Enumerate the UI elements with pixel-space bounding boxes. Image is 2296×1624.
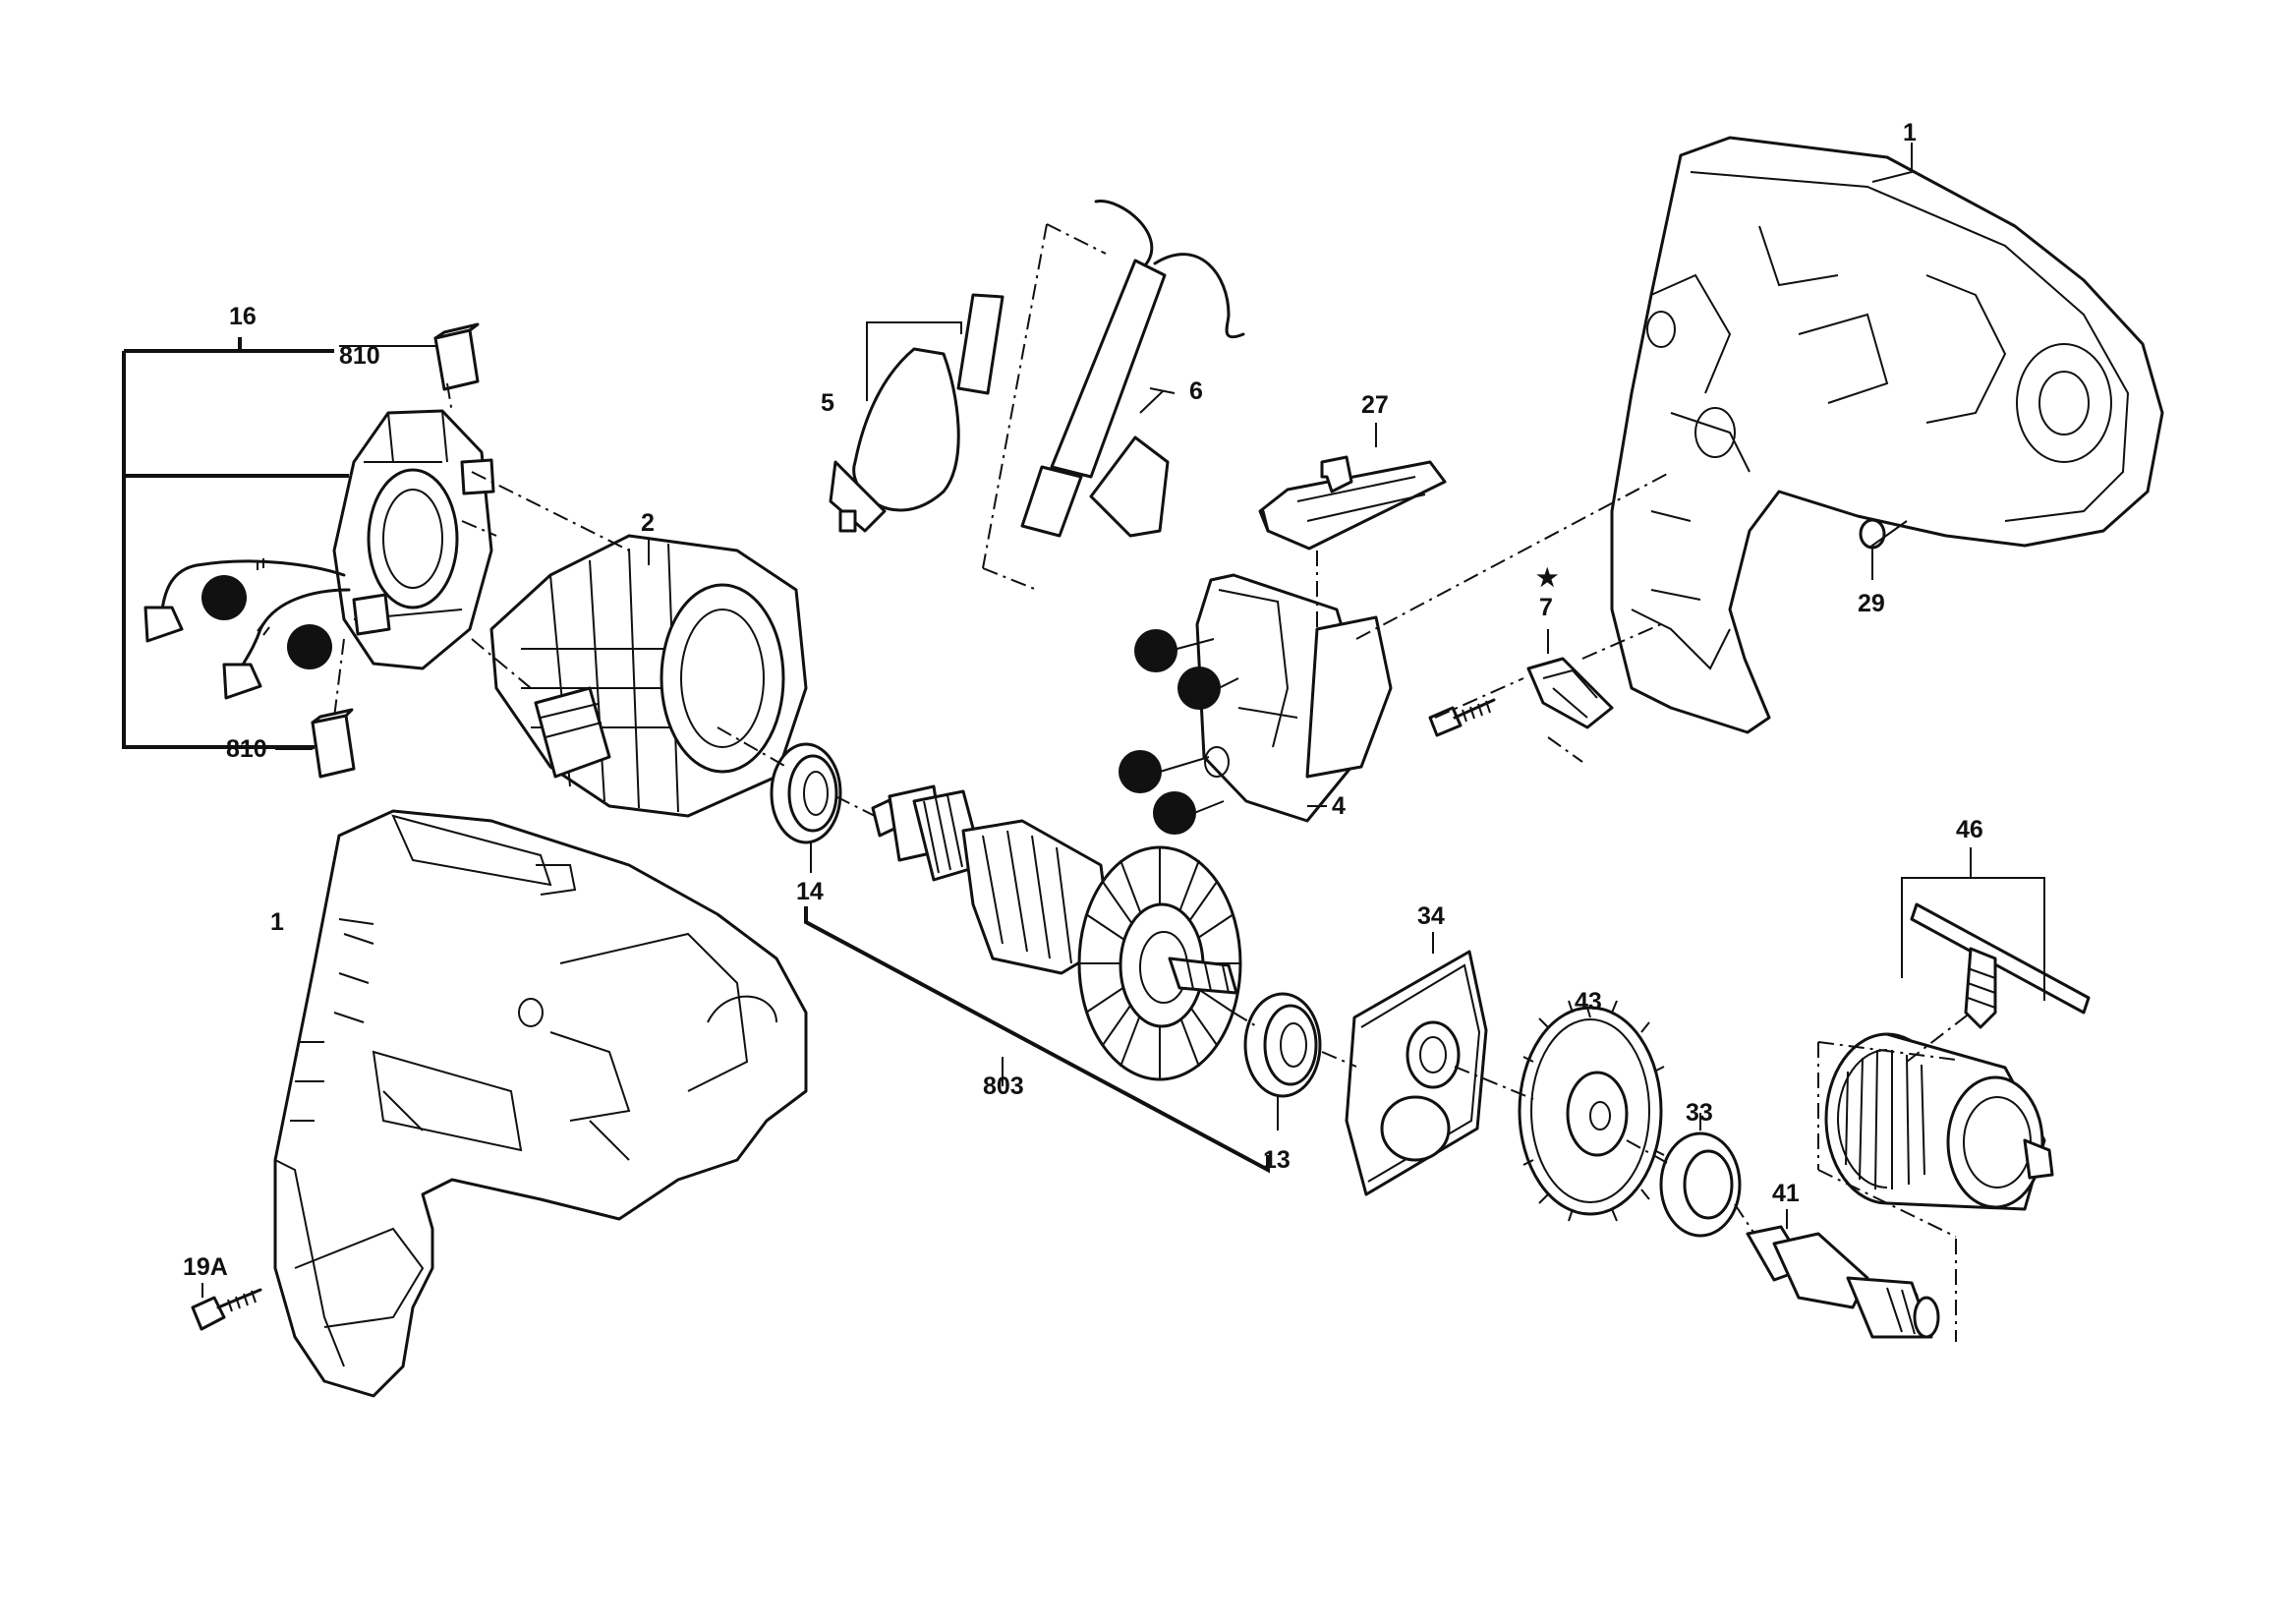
label-1-top: 1 [1903, 119, 1917, 146]
gear-43 [1518, 1000, 1665, 1222]
label-27: 27 [1361, 391, 1389, 419]
carbon-brush-top [433, 322, 480, 391]
assembly-axis-lines [333, 382, 1972, 1235]
brush-holder-plate [332, 409, 495, 670]
spindle-41 [1746, 1225, 1940, 1339]
label-4: 4 [1332, 792, 1346, 820]
bracket-46 [1901, 847, 2045, 1001]
label-41: 41 [1772, 1180, 1800, 1207]
label-810-top: 810 [339, 342, 380, 370]
label-34: 34 [1417, 902, 1445, 930]
label-14: 14 [796, 878, 824, 905]
bracket-803 [804, 906, 1270, 1174]
bearing-33 [1659, 1131, 1742, 1238]
brush-wires [144, 558, 351, 700]
label-46: 46 [1956, 816, 1983, 843]
chuck-dashed-frame [1817, 1041, 1957, 1342]
cord-guard-5 [829, 293, 1004, 533]
label-803: 803 [983, 1073, 1024, 1100]
drill-chuck-46 [1824, 1032, 2054, 1211]
connection-dot [1119, 750, 1162, 793]
screw-near-7 [1428, 698, 1496, 737]
o-ring-29 [1859, 518, 1886, 550]
screw-19a [191, 1288, 262, 1331]
switch-wires [1159, 638, 1239, 814]
callout-labels: 1 2 4 5 6 7 ★ 13 14 16 19A 27 29 33 34 4… [183, 119, 1983, 1281]
bracket-5 [866, 321, 962, 401]
bracket-16 [122, 337, 349, 749]
label-29: 29 [1858, 590, 1885, 617]
chuck-key [1910, 902, 2091, 1029]
switch-slider-27 [1258, 455, 1447, 551]
carbon-brush-bottom [311, 708, 356, 779]
label-7-star: ★ [1536, 564, 1559, 592]
label-43: 43 [1575, 988, 1602, 1015]
ball-bearing-14 [770, 742, 842, 844]
connection-dot [1177, 667, 1221, 710]
label-7: 7 [1539, 594, 1553, 621]
label-810-bottom: 810 [226, 735, 267, 763]
armature-803 [871, 784, 1242, 1081]
label-6: 6 [1189, 377, 1203, 405]
connection-dot [287, 624, 332, 669]
label-2: 2 [641, 509, 655, 537]
label-16: 16 [229, 303, 257, 330]
bearing-plate-34 [1345, 950, 1488, 1196]
connection-dot [1134, 629, 1177, 672]
cord-dashed-frame [982, 223, 1107, 591]
cord-set-6 [1020, 200, 1245, 538]
cord-clamp-7 [1526, 657, 1614, 729]
label-19a: 19A [183, 1253, 228, 1281]
label-33: 33 [1686, 1099, 1713, 1127]
connection-dot [1153, 791, 1196, 835]
label-13: 13 [1263, 1146, 1291, 1174]
housing-half-top [1610, 136, 2164, 734]
assembled-drill [273, 809, 808, 1398]
label-1-bottom: 1 [270, 908, 284, 936]
connection-dot [201, 575, 247, 620]
switch-4 [1195, 573, 1393, 823]
label-5: 5 [821, 389, 834, 417]
leader-lines [201, 143, 1913, 1298]
ball-bearing-13 [1243, 992, 1322, 1098]
field-stator-2 [489, 534, 808, 818]
